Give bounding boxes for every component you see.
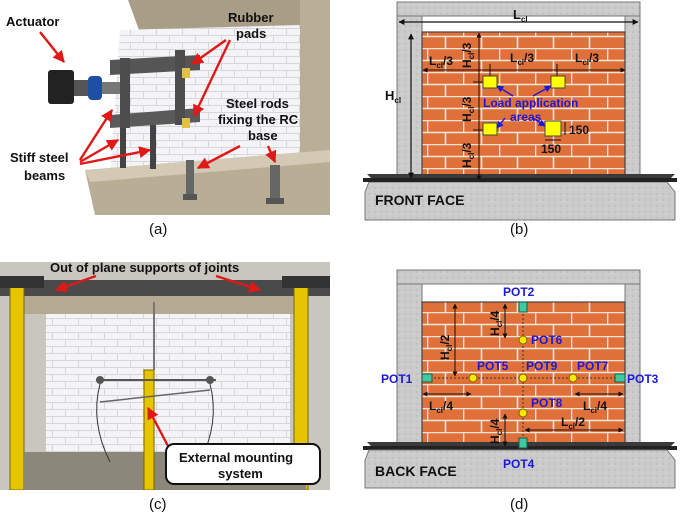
pot6-point — [518, 335, 528, 345]
svg-text:External mounting: External mounting — [179, 450, 293, 465]
pot7-point — [568, 373, 578, 383]
label-beams-2: beams — [24, 168, 65, 183]
svg-text:Lcl/2: Lcl/2 — [561, 415, 585, 431]
svg-text:Lcl/4: Lcl/4 — [429, 399, 453, 415]
panel-b-front-face: Lcl Hcl Lcl/3 Lcl/3 Lcl/3 Hcl/3 Hcl/3 Hc… — [355, 0, 685, 222]
svg-text:150: 150 — [569, 123, 589, 137]
steel-rod — [186, 160, 194, 196]
svg-text:Lcl: Lcl — [513, 7, 528, 24]
pot5-point — [468, 373, 478, 383]
pot4-device — [518, 437, 528, 449]
svg-text:Lcl/3: Lcl/3 — [429, 54, 453, 70]
svg-text:Lcl/3: Lcl/3 — [575, 51, 599, 67]
rubber-pad — [182, 68, 190, 78]
svg-text:Hcl/2: Hcl/2 — [438, 334, 454, 360]
back-face-label: BACK FACE — [375, 463, 457, 479]
caption-d: (d) — [510, 496, 529, 513]
svg-text:Hcl/3: Hcl/3 — [460, 142, 476, 168]
label-rods-2: fixing the RC — [218, 112, 299, 127]
caption-c: (c) — [149, 496, 167, 513]
back-face-photo: Out of plane supports of joints External… — [0, 260, 330, 491]
load-application-areas — [482, 75, 566, 137]
pot8-point — [518, 408, 528, 418]
supports-label: Out of plane supports of joints — [50, 262, 239, 275]
svg-text:Lcl/3: Lcl/3 — [510, 51, 534, 67]
svg-text:Hcl/3: Hcl/3 — [460, 42, 476, 68]
panel-a-photo: Actuator Rubber pads Steel rods fixing t… — [0, 0, 330, 215]
caption-b: (b) — [510, 221, 529, 238]
label-rubber-2: pads — [236, 26, 266, 41]
svg-text:POT3: POT3 — [627, 372, 659, 386]
external-mounting-callout — [165, 443, 321, 485]
svg-text:Lcl/4: Lcl/4 — [583, 399, 607, 415]
svg-text:POT2: POT2 — [503, 285, 535, 299]
svg-text:POT1: POT1 — [381, 372, 413, 386]
svg-text:POT7: POT7 — [577, 359, 609, 373]
label-actuator: Actuator — [6, 14, 59, 29]
actuator — [48, 70, 74, 104]
svg-text:POT6: POT6 — [531, 333, 563, 347]
svg-text:Hcl/3: Hcl/3 — [460, 96, 476, 122]
pot1-device — [421, 373, 433, 383]
masonry-wall — [46, 314, 290, 452]
test-setup-photo: Actuator Rubber pads Steel rods fixing t… — [0, 0, 330, 215]
back-face-diagram: POT2 POT4 POT1 POT3 POT6 POT5 POT9 POT7 … — [363, 269, 677, 489]
pot9-point — [518, 373, 528, 383]
svg-text:Hcl/4: Hcl/4 — [488, 310, 504, 336]
caption-a: (a) — [149, 221, 168, 238]
svg-text:system: system — [218, 466, 263, 481]
svg-text:POT9: POT9 — [526, 359, 558, 373]
front-face-diagram: Lcl Hcl Lcl/3 Lcl/3 Lcl/3 Hcl/3 Hcl/3 Hc… — [363, 1, 677, 221]
svg-text:150: 150 — [541, 142, 561, 156]
load-areas-label-2: areas — [510, 110, 542, 124]
load-areas-label-1: Load application — [483, 96, 578, 110]
external-mounting-system — [143, 369, 155, 491]
label-rods-3: base — [248, 128, 278, 143]
annotation-arrows — [39, 31, 277, 170]
svg-text:POT5: POT5 — [477, 359, 509, 373]
svg-text:POT8: POT8 — [531, 396, 563, 410]
label-rods-1: Steel rods — [226, 96, 289, 111]
hcl-label: Hcl — [385, 88, 401, 105]
label-rubber-1: Rubber — [228, 10, 274, 25]
svg-text:Hcl/4: Hcl/4 — [488, 418, 504, 444]
pot3-device — [614, 373, 626, 383]
pot2-device — [518, 301, 528, 313]
masonry-infill — [421, 31, 626, 181]
panel-d-back-face: POT2 POT4 POT1 POT3 POT6 POT5 POT9 POT7 … — [355, 264, 685, 490]
label-beams-1: Stiff steel — [10, 150, 69, 165]
panel-c-photo: Out of plane supports of joints External… — [0, 260, 330, 491]
svg-text:POT4: POT4 — [503, 457, 535, 471]
front-face-label: FRONT FACE — [375, 192, 464, 208]
